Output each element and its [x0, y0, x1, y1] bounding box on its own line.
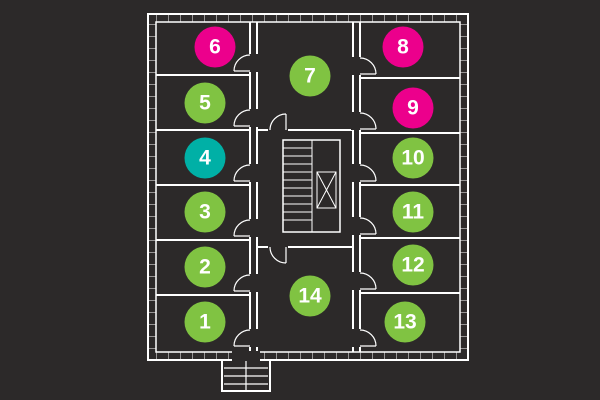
room-marker-13[interactable]: 13	[384, 301, 426, 343]
room-marker-11[interactable]: 11	[392, 191, 434, 233]
room-marker-12[interactable]: 12	[392, 244, 434, 286]
room-marker-8[interactable]: 8	[382, 26, 424, 68]
room-marker-1[interactable]: 1	[184, 301, 226, 343]
room-marker-7[interactable]: 7	[289, 55, 331, 97]
interior-walls	[156, 22, 460, 352]
inner-wall-outline	[155, 21, 461, 353]
room-marker-2[interactable]: 2	[184, 246, 226, 288]
elevator	[316, 171, 337, 209]
room-marker-4[interactable]: 4	[184, 137, 226, 179]
room-marker-3[interactable]: 3	[184, 191, 226, 233]
door-swings	[233, 54, 377, 347]
room-marker-10[interactable]: 10	[392, 137, 434, 179]
room-marker-14[interactable]: 14	[289, 275, 331, 317]
staircase	[282, 139, 341, 233]
room-marker-5[interactable]: 5	[184, 82, 226, 124]
room-marker-6[interactable]: 6	[194, 26, 236, 68]
outer-wall-outline	[147, 13, 469, 361]
room-marker-9[interactable]: 9	[392, 87, 434, 129]
